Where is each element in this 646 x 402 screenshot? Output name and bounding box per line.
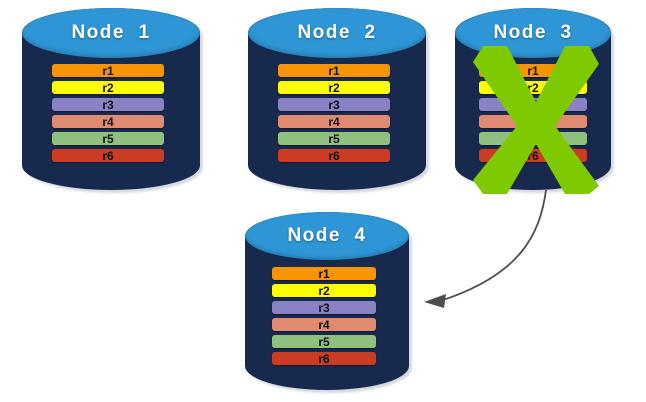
node-title: Node 2 [297,22,377,43]
node-title: Node 1 [71,22,151,43]
record-bar-r1[interactable]: r1 [278,64,390,77]
record-bar-r5[interactable]: r5 [272,335,376,348]
node-title: Node 3 [493,22,573,43]
record-bar-r2[interactable]: r2 [278,81,390,94]
node-cylinder-node2[interactable]: Node 2 r1 r2 r3 r4 r5 r6 [248,8,429,193]
node-cylinder-node1[interactable]: Node 1 r1 r2 r3 r4 r5 r6 [22,8,203,193]
node-cylinder-node4[interactable]: Node 4 r1 r2 r3 r4 r5 r6 [245,212,412,393]
record-bar-r6[interactable]: r6 [278,149,390,162]
cylinder-top [248,8,426,58]
record-bar-r4[interactable]: r4 [278,115,390,128]
record-bar-r3[interactable]: r3 [52,98,164,111]
record-bar-r2[interactable]: r2 [52,81,164,94]
record-list: r1 r2 r3 r4 r5 r6 [248,8,426,190]
cylinder-top [22,8,200,58]
node-title: Node 4 [287,225,367,246]
record-bar-r5[interactable]: r5 [278,132,390,145]
record-bar-r4[interactable]: r4 [52,115,164,128]
record-list: r1 r2 r3 r4 r5 r6 [245,212,409,390]
cylinder-top [245,212,409,260]
record-bar-r2[interactable]: r2 [272,284,376,297]
record-bar-r4[interactable]: r4 [272,318,376,331]
record-list: r1 r2 r3 r4 r5 r6 [22,8,200,190]
record-bar-r1[interactable]: r1 [272,267,376,280]
record-bar-r5[interactable]: r5 [52,132,164,145]
record-bar-r3[interactable]: r3 [278,98,390,111]
record-bar-r6[interactable]: r6 [52,149,164,162]
record-bar-r1[interactable]: r1 [52,64,164,77]
record-bar-r3[interactable]: r3 [272,301,376,314]
record-bar-r6[interactable]: r6 [272,352,376,365]
